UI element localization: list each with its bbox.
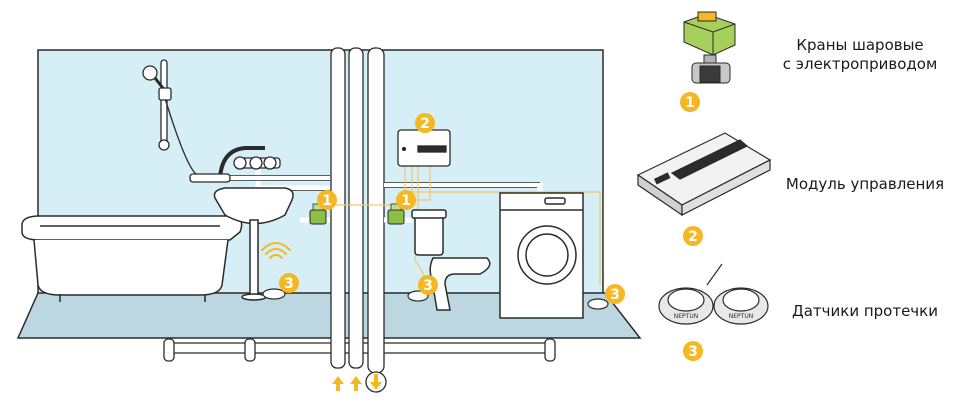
leak-sensor [262,288,286,300]
legend-label-module: Модуль управления [785,175,945,193]
ball-valve [387,203,405,225]
leak-sensor [587,298,609,310]
svg-text:2: 2 [420,116,430,132]
svg-text:1: 1 [685,95,695,111]
legend-sensors-illustration: NEPTUN NEPTUN [658,263,769,325]
badge-sensor-2: 3 [418,275,438,295]
badge-valve-1: 1 [317,190,337,210]
legend-label-valves-line1: Краны шаровые [796,36,924,54]
legend-label-sensors: Датчики протечки [792,302,938,320]
toilet [411,209,491,311]
svg-text:3: 3 [610,287,620,303]
ball-valve [309,203,327,225]
arrow-up-icon [332,376,344,391]
sink [213,187,294,301]
legend-module-illustration [636,132,772,217]
flow-arrows [332,371,387,393]
wifi-signal-icon [261,242,291,259]
riser-pipes [330,47,385,374]
arrow-down-icon [370,374,382,390]
bathtub [21,215,243,302]
legend-valve-illustration [683,11,736,84]
badge-sensor-3: 3 [605,284,625,304]
control-module [397,129,451,167]
bath-mixer [189,146,281,183]
legend-badge-1: 1 [680,92,700,112]
svg-text:3: 3 [688,344,698,360]
svg-text:3: 3 [284,276,294,292]
svg-text:3: 3 [423,278,433,294]
badge-sensor-1: 3 [279,273,299,293]
washing-machine [499,192,584,319]
svg-text:1: 1 [322,193,332,209]
legend-label-valves-line2: с электроприводом [782,55,938,73]
svg-text:NEPTUN: NEPTUN [729,313,753,320]
svg-text:NEPTUN: NEPTUN [674,313,698,320]
legend-badge-2: 2 [683,226,703,246]
legend-label-valves: Краны шаровые с электроприводом [760,36,960,74]
svg-text:1: 1 [401,193,411,209]
legend-badge-3: 3 [683,341,703,361]
badge-module: 2 [415,113,435,133]
arrow-up-icon [350,376,362,391]
svg-text:2: 2 [688,229,698,245]
badge-valve-2: 1 [396,190,416,210]
